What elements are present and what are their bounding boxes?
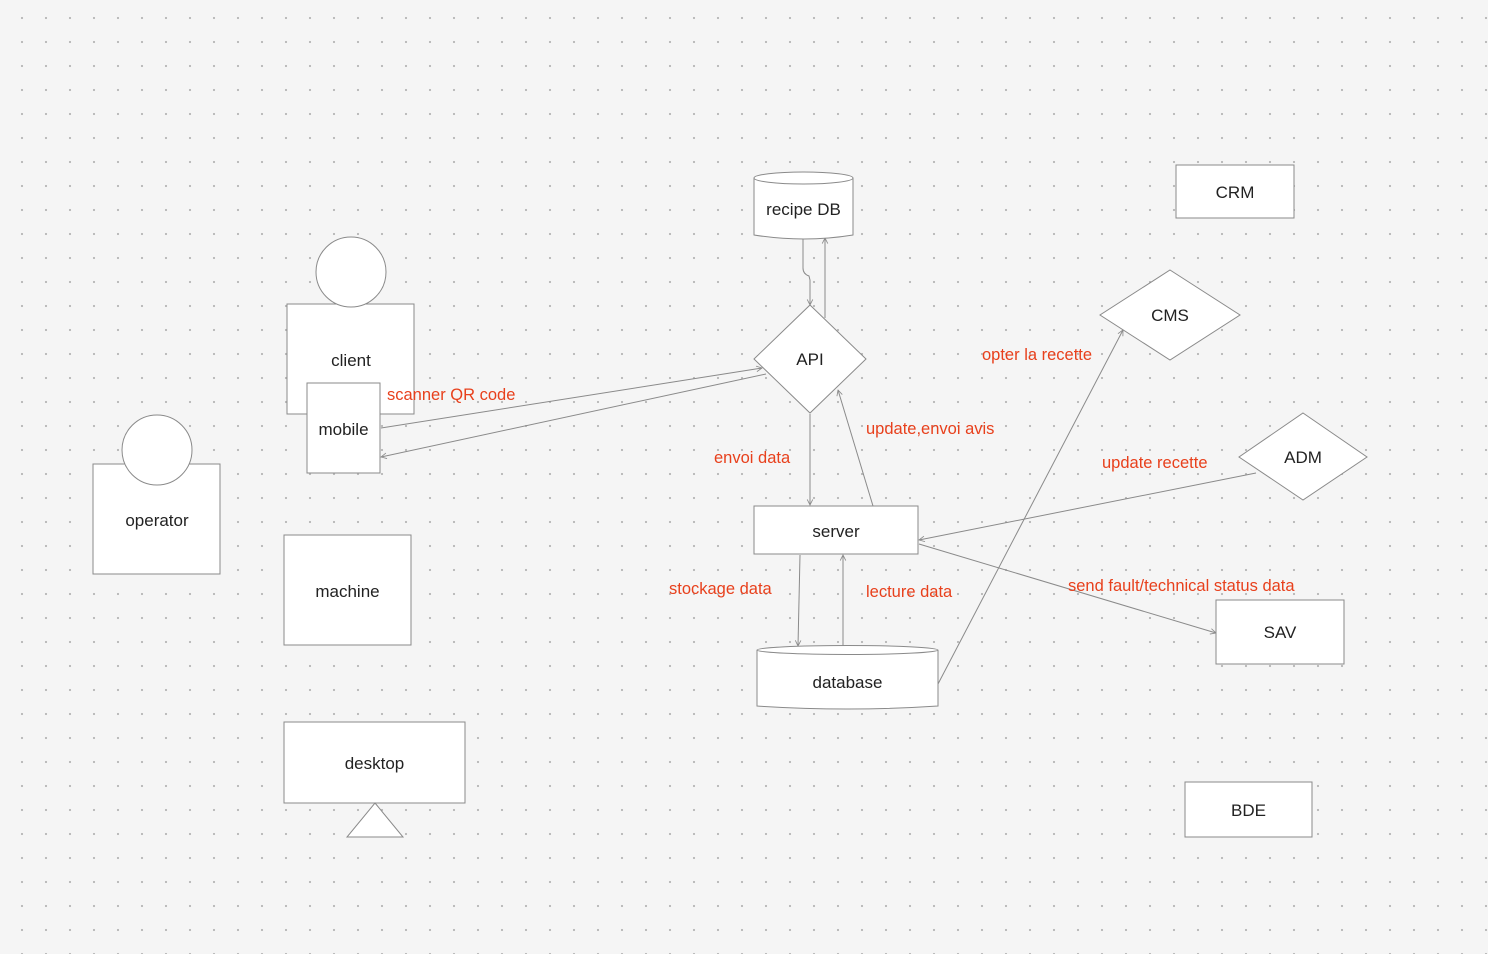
label-lecture-data: lecture data [866, 583, 953, 601]
node-crm[interactable]: CRM [1175, 164, 1295, 219]
node-api-label: API [796, 350, 823, 369]
node-desktop-label: desktop [345, 754, 405, 773]
node-cms[interactable]: CMS [1099, 269, 1241, 361]
edges [380, 238, 1257, 685]
node-bde[interactable]: BDE [1184, 781, 1313, 838]
label-stockage-data: stockage data [669, 580, 773, 598]
node-cms-label: CMS [1151, 306, 1189, 325]
node-sav-label: SAV [1264, 623, 1297, 642]
node-database[interactable]: database [756, 645, 939, 710]
label-opter-la-recette: opter la recette [982, 346, 1092, 364]
edge-database-to-cms[interactable] [937, 330, 1124, 685]
label-scanner-qr-code: scanner QR code [387, 386, 515, 404]
node-mobile-label: mobile [318, 420, 368, 439]
node-desktop[interactable]: desktop [283, 721, 466, 838]
node-mobile[interactable]: mobile [306, 382, 381, 474]
edge-recipe-db-to-api[interactable] [802, 238, 810, 305]
node-adm-label: ADM [1284, 448, 1322, 467]
node-crm-label: CRM [1216, 183, 1255, 202]
node-server[interactable]: server [753, 505, 919, 555]
node-machine[interactable]: machine [283, 534, 412, 646]
edge-server-to-api[interactable] [838, 390, 874, 507]
node-operator[interactable]: operator [92, 414, 221, 575]
node-machine-label: machine [315, 582, 379, 601]
operator-head-icon [121, 414, 193, 486]
node-api[interactable]: API [753, 304, 867, 414]
node-operator-label: operator [125, 511, 189, 530]
client-head-icon [315, 236, 387, 308]
edge-server-to-sav[interactable] [918, 543, 1216, 633]
edge-adm-to-server[interactable] [919, 472, 1257, 540]
edge-api-to-mobile[interactable] [381, 373, 767, 457]
node-recipe-db-label: recipe DB [766, 200, 841, 219]
label-update-recette: update recette [1102, 454, 1208, 472]
node-server-label: server [812, 522, 860, 541]
edge-labels: scanner QR code opter la recette update,… [387, 346, 1295, 601]
node-sav[interactable]: SAV [1215, 599, 1345, 665]
label-send-fault-status: send fault/technical status data [1068, 577, 1295, 595]
edge-mobile-to-api[interactable] [380, 368, 762, 429]
desktop-stand-icon [345, 802, 405, 838]
label-update-envoi-avis: update,envoi avis [866, 420, 994, 438]
node-database-label: database [813, 673, 883, 692]
node-adm[interactable]: ADM [1238, 412, 1368, 501]
node-bde-label: BDE [1231, 801, 1266, 820]
edge-server-to-database[interactable] [798, 554, 800, 646]
node-recipe-db[interactable]: recipe DB [753, 171, 854, 240]
label-envoi-data: envoi data [714, 449, 791, 467]
node-client-label: client [331, 351, 371, 370]
